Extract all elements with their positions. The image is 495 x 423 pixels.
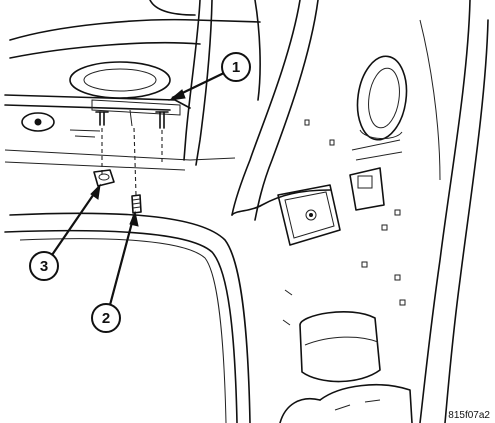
stud-part bbox=[131, 194, 142, 214]
callout-2: 2 bbox=[91, 210, 139, 333]
inner-side-panel bbox=[231, 0, 489, 423]
pillar-frame bbox=[149, 0, 261, 166]
figure-reference: 815f07a2 bbox=[448, 410, 490, 421]
alignment-lines bbox=[101, 127, 163, 196]
door-opening-curve bbox=[4, 212, 251, 423]
mounting-area bbox=[91, 99, 181, 129]
callout-2-label: 2 bbox=[102, 310, 110, 327]
callout-1-label: 1 bbox=[232, 59, 240, 76]
nut-part bbox=[93, 169, 115, 187]
upper-body-panel bbox=[4, 18, 261, 171]
callout-1: 1 bbox=[168, 52, 251, 101]
callout-3: 3 bbox=[29, 183, 101, 281]
callout-3-label: 3 bbox=[40, 258, 48, 275]
